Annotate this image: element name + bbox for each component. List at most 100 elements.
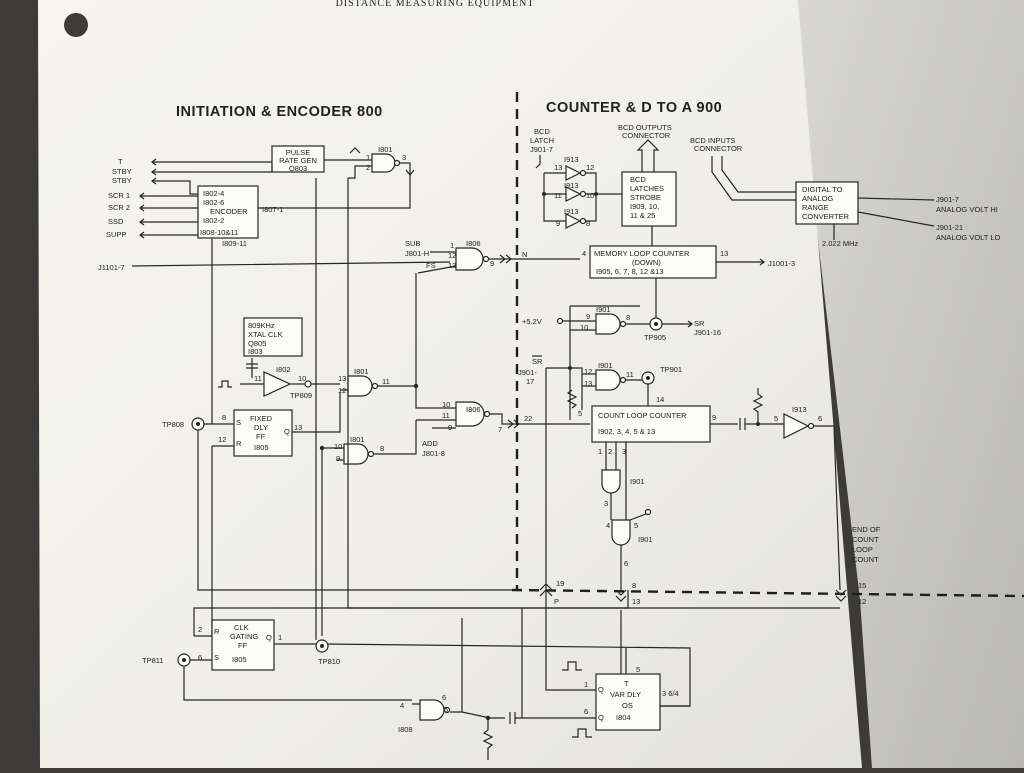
xtal-label-4: I803 [248,347,263,356]
junction-dot [594,192,598,196]
bcd-inputs-bus [711,156,800,201]
pin-label: 5 [578,409,582,418]
tp811-label: TP811 [142,656,164,665]
pin-label: 9 [712,413,716,422]
tp809-label: TP809 [290,391,312,400]
count-loop-counter-block [591,405,711,443]
i913-d-label: I913 [792,405,807,414]
pin-label: 4 [400,701,404,710]
junction-dot [568,366,572,370]
buffer-bubble [807,422,815,430]
var-dly-label-2: VAR DLY [610,690,641,699]
input-wires [140,161,273,236]
encoder-block [197,185,259,239]
nand-bubble [483,410,491,418]
bcd-outputs-connector-label: CONNECTOR [622,131,671,140]
i913-c-label: I913 [564,207,579,216]
var-dly-label-3: OS [622,701,633,710]
i806-low-label: I806 [466,405,481,414]
pulse-rate-gen-block [271,145,325,173]
pin-label: 1 [584,680,588,689]
analog-volt-hi-label: ANALOG VOLT HI [936,205,998,214]
bcd-outputs-label: BCD OUTPUTS [618,123,672,132]
j801-h-label: J801-H [405,249,429,258]
input-ssd-label: SSD [108,217,124,226]
section-divider-horizontal [511,588,1024,598]
wire [545,590,690,707]
nand-gate-i806-sub [455,247,484,271]
bcd-outputs-arrow [636,139,660,172]
connector-arrow [507,419,520,429]
pin-label: 13 [448,261,456,270]
bcd-latches-label-2: LATCHES [630,184,664,193]
n-label: N [522,250,527,259]
pin-label: 11 [626,370,634,379]
tp808-label: TP808 [162,420,184,429]
pin-label: 12 [448,251,456,260]
j1101-7-label: J1101-7 [98,263,125,272]
pin-label: 12 [584,367,592,376]
pin-label: 1 [278,633,282,642]
pin-label: 13 [720,249,728,258]
memory-loop-label-1: MEMORY LOOP COUNTER [594,249,690,258]
nand-gate-i801-top [371,153,396,173]
pin-label: 13 [554,163,562,172]
nand-gate-i801-mid [347,375,373,397]
buffer-bubble [579,190,587,198]
clk-gating-label-3: FF [238,641,248,650]
digital-to-analog-block [795,181,859,225]
bcd-inputs-connector-label: CONNECTOR [694,144,743,153]
tp905-label: TP905 [644,333,666,342]
pin-label: 14 [656,395,664,404]
xtal-label-1: 809KHz [248,321,275,330]
wire [324,159,372,179]
bcd-latches-label-3: STROBE [630,193,661,202]
pin-label: 3 6/4 [662,689,679,698]
pin-r: R [214,627,220,636]
nand-gate-i801-low [343,443,369,465]
j901-17a-label: J901- [518,368,537,377]
i802-label: I802 [276,365,291,374]
junction-dot [413,383,419,389]
end-of-label: END OF [852,525,881,534]
test-point-dot [320,644,324,648]
analog-volt-lo-label: ANALOG VOLT LO [936,233,1000,242]
input-scr1-label: SCR 1 [108,191,130,200]
pin-r: R [236,439,242,448]
pin-label: 13 [584,379,592,388]
i808-label: I808 [398,725,413,734]
pin-label: 10 [442,400,450,409]
wire [710,418,784,430]
nand-bubble [367,450,375,458]
wire [535,155,541,169]
wire [814,425,841,591]
dac-label-2: ANALOG [802,194,833,203]
i801-low-label: I801 [350,435,365,444]
page-title: DISTANCE MEASURING EQUIPMENT [336,0,535,9]
fs-label: FS [426,261,436,270]
test-point-dot [196,422,200,426]
pin-label: 15 [858,581,866,590]
wire [620,513,647,674]
wire [543,172,622,222]
i901-b-label: I901 [598,361,613,370]
test-point-tp809 [304,380,312,388]
freq-label: 2.022 MHz [822,239,859,248]
pin-label: 13 [632,597,640,606]
plus52-label: +5.2V [522,317,542,326]
resistor [752,388,764,424]
dac-label-3: RANGE [802,203,829,212]
bcd-latch-label-2: LATCH [530,136,554,145]
arrowhead [759,258,765,266]
pin-label: 11 [442,411,450,420]
count2-label: COUNT [852,555,879,564]
memory-loop-counter-block [589,245,717,279]
bcd-latch-label-1: BCD [534,127,550,136]
junction-dot [756,422,760,426]
buffer-i913-d [783,413,810,439]
nand-bubble [371,382,379,390]
encoder-label-5: I808-10&11 [200,228,238,237]
i807-1-label: I807-1 [262,205,283,214]
test-point-dot [654,322,658,326]
